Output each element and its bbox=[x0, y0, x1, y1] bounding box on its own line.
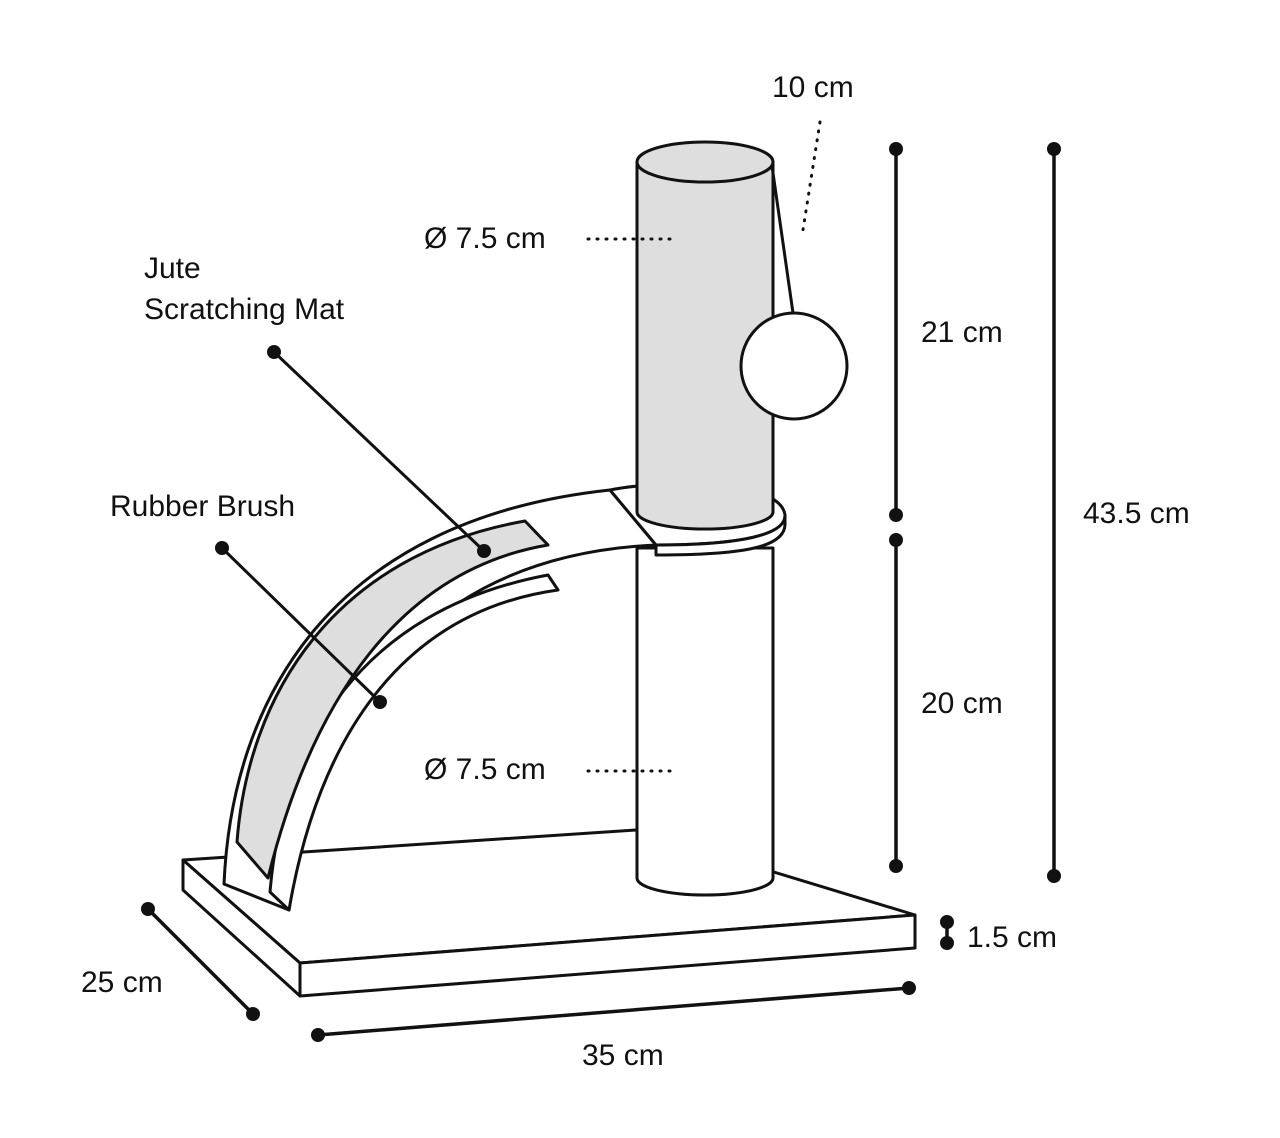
jute-scratching-mat bbox=[235, 519, 550, 880]
dimension-lines bbox=[141, 142, 1061, 1042]
total-height-label: 43.5 cm bbox=[1083, 497, 1190, 530]
platform-edge bbox=[654, 513, 787, 557]
jute-mat-label-line2: Scratching Mat bbox=[144, 293, 345, 326]
base-width-dot-start bbox=[311, 1028, 325, 1042]
rubber-brush-leader-dot-start bbox=[215, 541, 229, 555]
jute-mat-leader-dot-start bbox=[267, 345, 281, 359]
rubber-brush-leader bbox=[220, 546, 382, 704]
text-labels: 10 cm Ø 7.5 cm Jute Scratching Mat Rubbe… bbox=[81, 71, 1190, 1072]
bottom-post-height-dot-bottom bbox=[889, 859, 903, 873]
top-post-height-dot-top bbox=[889, 142, 903, 156]
arch-ramp bbox=[222, 488, 658, 912]
base-width-label: 35 cm bbox=[582, 1039, 664, 1072]
base-width-dot-end bbox=[902, 981, 916, 995]
bottom-post-height-label: 20 cm bbox=[921, 687, 1003, 720]
lower-post-body bbox=[635, 546, 775, 897]
base-depth-dot-end bbox=[246, 1007, 260, 1021]
top-post-height-label: 21 cm bbox=[921, 316, 1003, 349]
base-depth-label: 25 cm bbox=[81, 966, 163, 999]
base-thickness-dot-bottom bbox=[940, 936, 954, 950]
total-height-dot-top bbox=[1047, 142, 1061, 156]
ball-string bbox=[770, 165, 795, 314]
ball-string-length-label: 10 cm bbox=[772, 71, 854, 104]
rubber-brush-label: Rubber Brush bbox=[110, 490, 295, 523]
base-thickness-label: 1.5 cm bbox=[967, 921, 1057, 954]
jute-mat-leader bbox=[272, 350, 486, 553]
base-front-face bbox=[298, 913, 917, 998]
bottom-post-height-dot-top bbox=[889, 533, 903, 547]
lower-post bbox=[635, 546, 775, 897]
base-thickness-dot-top bbox=[940, 915, 954, 929]
top-post-height-dot-bottom bbox=[889, 508, 903, 522]
bottom-post-diameter-label: Ø 7.5 cm bbox=[424, 753, 546, 786]
upper-post bbox=[635, 140, 775, 531]
total-height-dot-bottom bbox=[1047, 869, 1061, 883]
base-depth-dot-start bbox=[141, 902, 155, 916]
base-depth-line bbox=[146, 907, 255, 1016]
upper-post-top bbox=[635, 140, 775, 184]
jute-mat-leader-dot-end bbox=[477, 544, 491, 558]
top-post-diameter-label: Ø 7.5 cm bbox=[424, 222, 546, 255]
hanging-ball-toy bbox=[739, 165, 849, 421]
string-length-dotted-line bbox=[800, 120, 822, 238]
callouts bbox=[215, 120, 822, 773]
rubber-brush-leader-dot-end bbox=[373, 695, 387, 709]
jute-mat-label-line1: Jute bbox=[144, 252, 201, 285]
ball bbox=[739, 311, 849, 421]
base-width-line bbox=[317, 986, 910, 1037]
upper-post-body bbox=[635, 160, 775, 531]
